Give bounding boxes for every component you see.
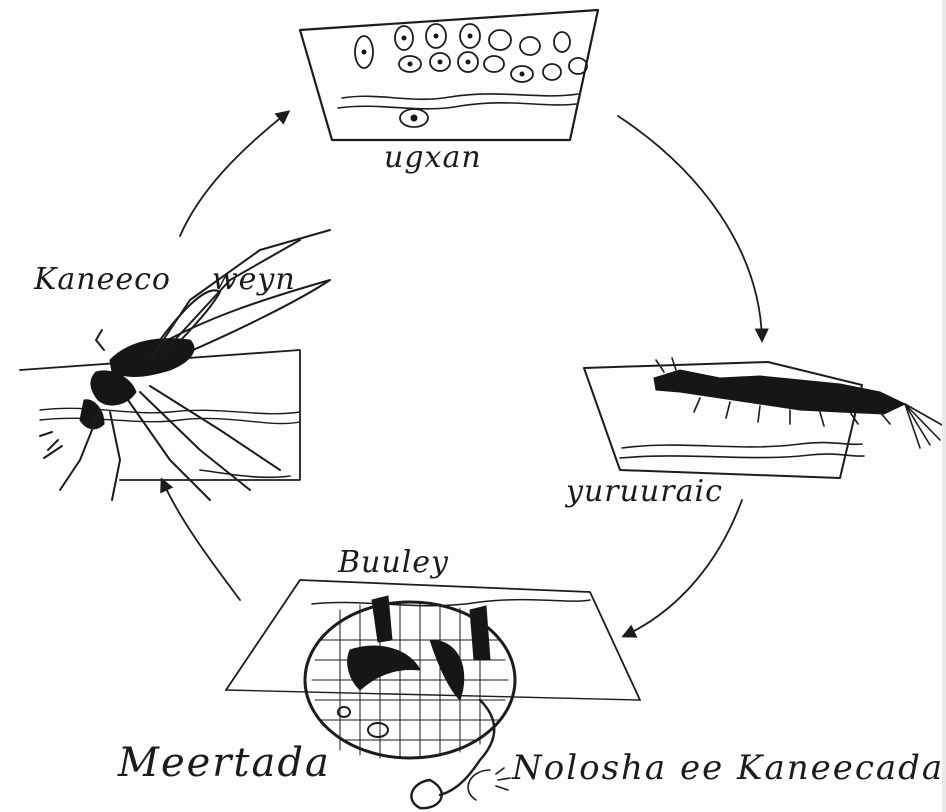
larva-body: [654, 358, 942, 448]
larva-panel: [584, 358, 942, 478]
egg-cluster: [355, 24, 587, 127]
caption-part-2: Nolosha ee Kaneecada: [512, 748, 944, 788]
arrow-adult-to-eggs: [180, 112, 288, 236]
label-adult-2: weyn: [212, 262, 296, 297]
arrow-larva-to-pupa: [624, 500, 742, 636]
label-pupa: Buuley: [338, 545, 449, 580]
caption-part-1: Meertada: [118, 740, 331, 786]
label-larva: yuruuraic: [566, 474, 723, 509]
caption-doodle: [468, 768, 510, 800]
arrow-pupa-to-adult: [162, 480, 240, 600]
label-adult-1: Kaneeco: [34, 262, 171, 297]
label-eggs: ugxan: [384, 140, 482, 175]
arrow-eggs-to-larva: [618, 116, 762, 340]
eggs-panel: [300, 10, 598, 140]
page-edge: [942, 0, 946, 812]
pupa-body: [305, 596, 515, 808]
